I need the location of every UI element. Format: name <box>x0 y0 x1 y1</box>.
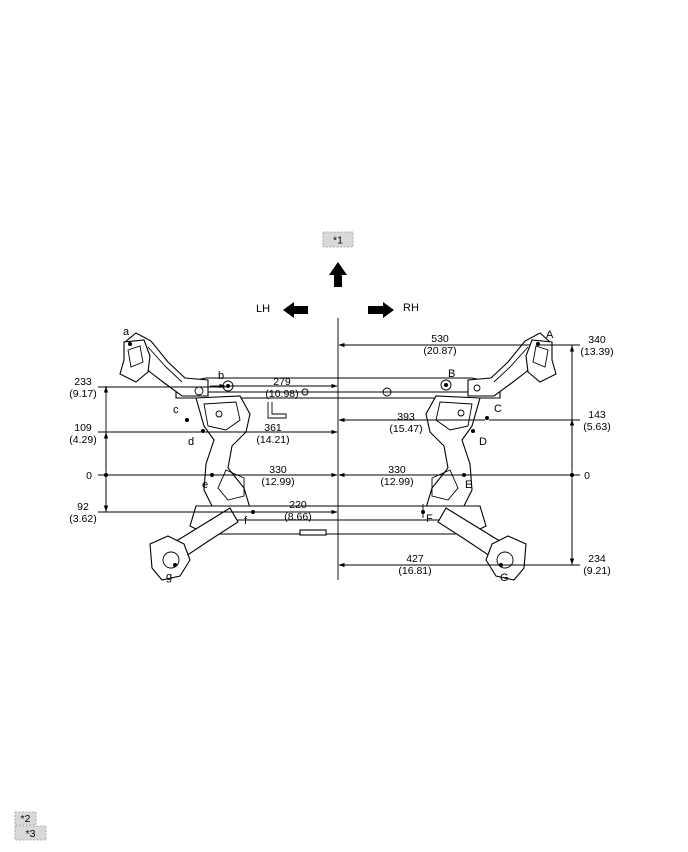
point-g: g <box>166 571 172 583</box>
point-c: c <box>173 404 179 416</box>
dim-b-width-in: (10.98) <box>265 388 298 400</box>
dim-f-width-mm: 220 <box>289 499 307 511</box>
dim-g-width-mm: 427 <box>406 553 424 565</box>
lh-label: LH <box>256 303 270 315</box>
point-upper-f: F <box>426 513 433 525</box>
dim-c-height-in: (5.63) <box>583 421 610 433</box>
dim-d-width-mm: 361 <box>264 422 282 434</box>
dim-a-height-mm: 340 <box>588 334 606 346</box>
dim-ee-width-mm: 330 <box>388 464 406 476</box>
dim-e-width-mm: 330 <box>269 464 287 476</box>
point-b: b <box>218 370 224 382</box>
dim-b-height-mm: 233 <box>74 376 92 388</box>
dim-d-height-in: (4.29) <box>69 434 96 446</box>
point-upper-b: B <box>448 368 455 380</box>
dim-g-height-in: (9.21) <box>583 565 610 577</box>
dim-f-height-in: (3.62) <box>69 513 96 525</box>
dim-ee-width-in: (12.99) <box>380 476 413 488</box>
point-upper-d: D <box>479 436 487 448</box>
dim-c-height-mm: 143 <box>588 409 606 421</box>
arrow-left-icon <box>283 302 308 318</box>
dim-a-height-in: (13.39) <box>580 346 613 358</box>
point-upper-e: E <box>465 479 472 491</box>
arrow-right-icon <box>368 302 394 318</box>
dim-zero-right: 0 <box>584 470 590 482</box>
callout-2: *2 <box>14 811 37 826</box>
point-upper-a: A <box>546 329 554 341</box>
dim-a-width-mm: 530 <box>431 333 449 345</box>
dimension-lines <box>98 342 580 568</box>
dim-g-height-mm: 234 <box>588 553 606 565</box>
dim-b-width-mm: 279 <box>273 376 291 388</box>
callout-2-text: *2 <box>21 813 31 825</box>
callout-1: *1 <box>322 231 354 248</box>
point-upper-g: G <box>500 572 509 584</box>
dim-zero-left: 0 <box>86 470 92 482</box>
point-a: a <box>123 326 130 338</box>
rh-label: RH <box>403 302 419 314</box>
dim-d-width-in: (14.21) <box>256 434 289 446</box>
point-d: d <box>188 436 194 448</box>
dim-b-height-in: (9.17) <box>69 388 96 400</box>
dim-a-width-in: (20.87) <box>423 345 456 357</box>
arrow-up-icon <box>329 262 347 287</box>
point-e: e <box>202 479 208 491</box>
callout-3-text: *3 <box>26 828 36 840</box>
sub-frame-drawing <box>119 332 557 581</box>
dim-e-width-in: (12.99) <box>261 476 294 488</box>
dim-d-height-mm: 109 <box>74 422 92 434</box>
dim-c-width-mm: 393 <box>397 411 415 423</box>
point-f: f <box>244 515 248 527</box>
dim-f-width-in: (8.66) <box>284 511 311 523</box>
dim-f-height-mm: 92 <box>77 501 89 513</box>
dim-g-width-in: (16.81) <box>398 565 431 577</box>
point-upper-c: C <box>494 403 502 415</box>
dim-c-width-in: (15.47) <box>389 423 422 435</box>
callout-3: *3 <box>14 825 47 841</box>
callout-1-text: *1 <box>333 235 343 247</box>
